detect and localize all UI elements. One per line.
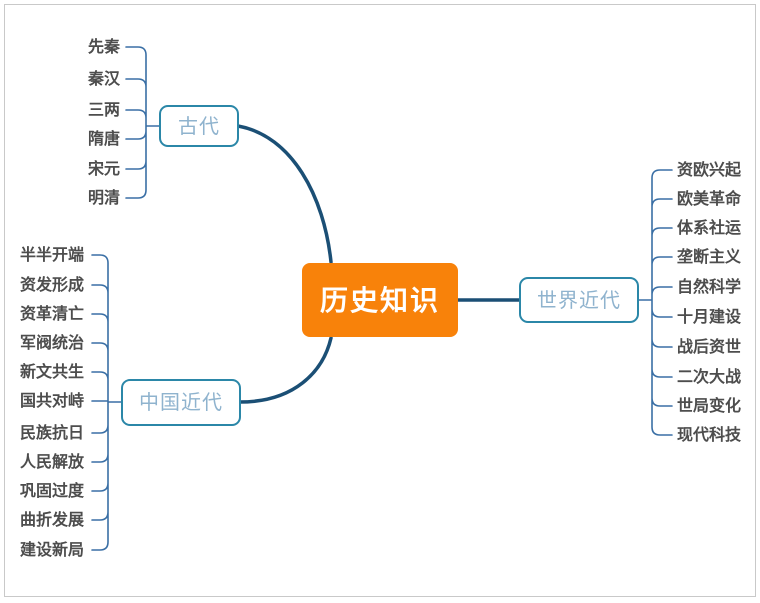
child-topic[interactable]: 欧美革命 — [677, 189, 742, 208]
child-topic[interactable]: 巩固过度 — [20, 481, 85, 500]
branch-curve-modern-china — [238, 336, 333, 404]
children-bracket-modern-china — [91, 254, 123, 551]
canvas-frame — [4, 4, 756, 597]
child-topic[interactable]: 隋唐 — [88, 129, 120, 148]
child-topic[interactable]: 先秦 — [88, 37, 121, 56]
branch-node-modern-china[interactable]: 中国近代 — [121, 379, 241, 426]
child-topic[interactable]: 资发形成 — [20, 275, 84, 294]
child-topic[interactable]: 明清 — [88, 189, 120, 207]
child-topic[interactable]: 三两 — [88, 101, 120, 119]
child-topic[interactable]: 资革清亡 — [20, 304, 84, 323]
children-bracket-modern-world — [637, 169, 673, 436]
child-topic[interactable]: 秦汉 — [87, 69, 121, 88]
child-topic[interactable]: 曲折发展 — [20, 510, 85, 529]
child-topic[interactable]: 宋元 — [87, 159, 120, 178]
branch-curve-ancient — [236, 124, 333, 264]
child-topic[interactable]: 建设新局 — [20, 540, 84, 559]
branch-node-ancient[interactable]: 古代 — [159, 105, 239, 147]
child-topic[interactable]: 十月建设 — [677, 307, 742, 326]
child-topic[interactable]: 军阀统治 — [20, 333, 84, 352]
child-topic[interactable]: 战后资世 — [677, 337, 741, 356]
root-node[interactable]: 历史知识 — [302, 263, 458, 337]
child-topic[interactable]: 体系社运 — [677, 218, 741, 237]
child-topic[interactable]: 世局变化 — [677, 396, 741, 415]
child-topic[interactable]: 新文共生 — [20, 362, 84, 381]
child-topic[interactable]: 二次大战 — [677, 367, 741, 386]
child-topic[interactable]: 垄断主义 — [677, 247, 741, 266]
child-topic[interactable]: 民族抗日 — [20, 423, 84, 442]
child-topic[interactable]: 现代科技 — [677, 425, 742, 444]
child-topic[interactable]: 半半开端 — [20, 245, 84, 264]
branch-node-modern-world[interactable]: 世界近代 — [519, 277, 639, 323]
children-bracket-ancient — [125, 46, 161, 199]
root-node-label: 历史知识 — [320, 284, 440, 316]
branch-node-label: 世界近代 — [537, 289, 621, 312]
branch-node-label: 中国近代 — [139, 391, 223, 414]
child-topic[interactable]: 人民解放 — [20, 452, 85, 471]
child-topic[interactable]: 国共对峙 — [20, 391, 84, 410]
child-topic[interactable]: 资欧兴起 — [677, 160, 742, 179]
child-topic[interactable]: 自然科学 — [677, 277, 741, 296]
branch-node-label: 古代 — [178, 115, 220, 138]
